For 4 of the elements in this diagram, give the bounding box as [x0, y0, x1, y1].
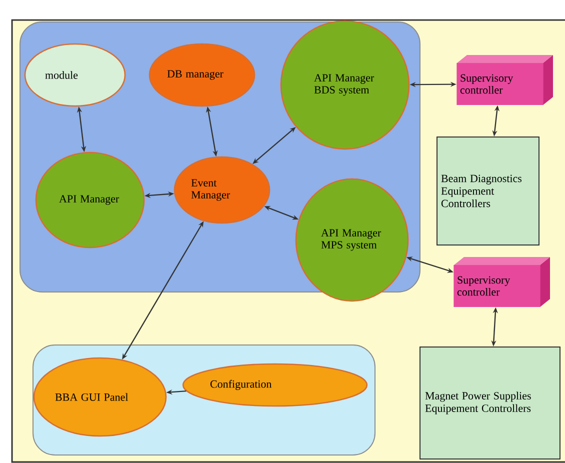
equipment-box: Magnet Power Supplies Equipement Controllers	[420, 346, 560, 460]
controller-block: Supervisory controller	[454, 256, 550, 307]
equipment-box: Beam Diagnostics Equipement Controllers	[436, 136, 540, 246]
controller-block: Supervisory controller	[456, 55, 553, 105]
